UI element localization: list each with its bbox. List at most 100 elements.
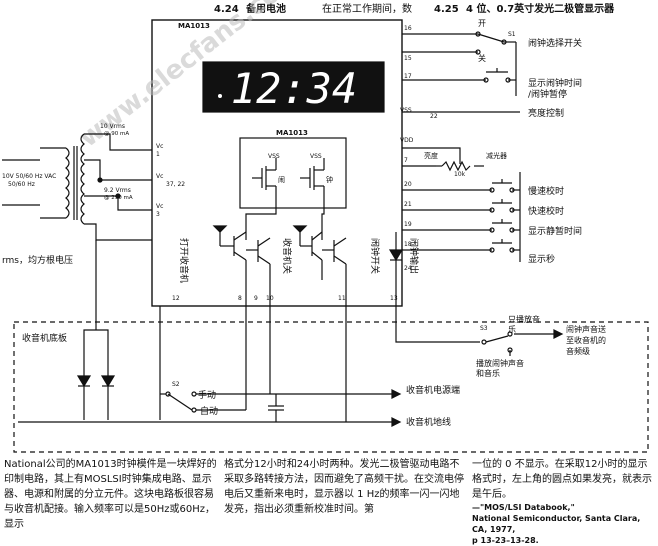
transformer-icon (65, 133, 85, 225)
mosfet-right: VSS 钟 (300, 153, 333, 200)
svg-text:Vc: Vc (156, 173, 163, 180)
svg-text:收音机地线: 收音机地线 (406, 416, 451, 428)
alarm-time-switch[interactable] (402, 68, 517, 96)
label-radio-on: 打开收音机 (178, 238, 190, 283)
schematic: 4.24 备用电池 在正常工作期间，数 4.25 4 位、0.7英寸发光二极管显… (2, 0, 649, 453)
svg-text:钟: 钟 (326, 175, 333, 184)
rectifier-diodes-icon (76, 340, 116, 420)
caption-col-1: National公司的MA1013时钟模件是一块焊好的印制电路，其上有MOSLS… (4, 459, 217, 530)
radio-chassis-box (13, 321, 649, 453)
fast-set-switch[interactable] (402, 199, 520, 213)
caption-col-3: 一位的 0 不显示。在采取12小时的显示格式时，左上角的圆点如果发亮，就表示是午… (472, 457, 654, 546)
slow-set-switch[interactable] (402, 179, 520, 193)
svg-text:8: 8 (238, 295, 242, 302)
svg-text:15: 15 (404, 55, 412, 62)
bjt-left (212, 225, 247, 280)
svg-text:VSS: VSS (400, 107, 412, 114)
brightness-label: 亮度控制 (528, 107, 564, 119)
svg-text:VDD: VDD (400, 137, 414, 144)
brightness-pot-icon (436, 156, 484, 172)
bjt-right (292, 225, 323, 280)
capacitor-icon (268, 394, 284, 422)
radio-chassis-label: 收音机底板 (22, 332, 67, 344)
svg-text:9.2 Vrms: 9.2 Vrms (104, 187, 131, 194)
svg-text:1: 1 (156, 151, 160, 158)
svg-text:22: 22 (430, 113, 438, 120)
svg-text:12: 12 (172, 295, 180, 302)
svg-text:S3: S3 (480, 325, 488, 332)
svg-text:19: 19 (404, 221, 412, 228)
ma1013-module-box (151, 19, 403, 307)
svg-text:21: 21 (404, 201, 412, 208)
svg-text:50/60 Hz: 50/60 Hz (8, 181, 35, 188)
fig-title-left: 备用电池 (245, 2, 286, 15)
svg-text:关: 关 (478, 53, 486, 63)
svg-text:自动: 自动 (200, 405, 218, 417)
svg-text:9: 9 (254, 295, 258, 302)
svg-text:VSS: VSS (268, 153, 280, 160)
svg-text:慢速校时: 慢速校时 (528, 185, 564, 197)
seconds-switch[interactable] (402, 219, 520, 233)
svg-text:显示秒: 显示秒 (528, 253, 555, 265)
led-display (202, 61, 385, 113)
caption-col-3-text: 一位的 0 不显示。在采取12小时的显示格式时，左上角的圆点如果发亮，就表示是午… (472, 459, 652, 500)
inner-ic-box (239, 137, 347, 209)
bjt-left-2 (246, 237, 271, 290)
svg-text:24: 24 (404, 265, 412, 272)
pm-dot-icon (218, 94, 222, 98)
svg-text:亮度: 亮度 (424, 151, 438, 160)
ref-line-1: —"MOS/LSI Databook," (472, 503, 575, 512)
chip-name: MA1013 (178, 22, 210, 30)
music-select-switch[interactable] (481, 331, 513, 353)
svg-text:20: 20 (404, 181, 412, 188)
led-digits: 12:34 (231, 64, 357, 113)
output-diode-icon (388, 232, 404, 300)
svg-text:手动: 手动 (198, 389, 216, 401)
svg-text:VSS: VSS (310, 153, 322, 160)
svg-text:快速校时: 快速校时 (528, 205, 564, 217)
svg-text:减光器: 减光器 (486, 151, 507, 160)
label-alarm-switch: 闹钟开关 (369, 238, 381, 274)
svg-text:18: 18 (404, 241, 412, 248)
fig-num-right: 4.25 (434, 4, 459, 15)
svg-text:@ 90 mA: @ 90 mA (104, 131, 129, 137)
svg-text:播放闹钟声音和音乐: 播放闹钟声音和音乐 (476, 358, 524, 378)
svg-text:13: 13 (390, 295, 398, 302)
svg-text:37, 22: 37, 22 (166, 181, 185, 188)
fig-num-left: 4.24 (214, 4, 239, 15)
audio-note: 闹钟声音送至收音机的音频级 (566, 324, 606, 356)
svg-text:3: 3 (156, 211, 160, 218)
svg-text:开: 开 (478, 19, 486, 28)
svg-text:Vc: Vc (156, 143, 163, 150)
svg-text:显示静暂时间: 显示静暂时间 (528, 225, 582, 237)
alarm-select-label: 闹钟选择开关 (528, 37, 582, 49)
svg-text:17: 17 (404, 73, 412, 80)
svg-text:只播放音乐: 只播放音乐 (508, 314, 540, 334)
alarm-select-switch[interactable] (402, 31, 517, 74)
fig-title-right: 4 位、0.7英寸发光二极管显示器 (466, 2, 615, 15)
svg-text:10 Vrms: 10 Vrms (100, 123, 125, 130)
ref-line-3: p 13-23–13-28. (472, 536, 539, 545)
svg-text:显示闹钟时间/闹钟暂停: 显示闹钟时间/闹钟暂停 (528, 77, 582, 100)
show-seconds-switch[interactable] (402, 239, 520, 253)
svg-text:S1: S1 (508, 31, 516, 38)
svg-text:7: 7 (404, 157, 408, 164)
svg-text:16: 16 (404, 25, 412, 32)
manual-auto-switch[interactable] (160, 391, 197, 413)
header-mid-text: 在正常工作期间，数 (322, 2, 412, 15)
svg-text:收音机电源端: 收音机电源端 (406, 384, 460, 396)
inner-chip-name: MA1013 (276, 129, 308, 137)
svg-text:闹: 闹 (278, 176, 285, 184)
caption-col-2: 格式分12小时和24小时两种。发光二极管驱动电路不采取多路转接方法，因而避免了高… (224, 459, 464, 515)
svg-text:Vc: Vc (156, 203, 163, 210)
mosfet-left: VSS 闹 (252, 153, 285, 200)
svg-text:10k: 10k (454, 171, 466, 178)
rms-label: rms，均方根电压 (2, 254, 73, 266)
bjt-right-2 (322, 237, 347, 290)
svg-text:S2: S2 (172, 381, 180, 388)
label-alarm-output: 闹钟输出 (408, 238, 420, 274)
label-radio-off: 收音机关 (281, 238, 293, 274)
svg-text:11: 11 (338, 295, 346, 302)
ref-line-2: National Semiconductor, Santa Clara, CA,… (472, 514, 641, 534)
